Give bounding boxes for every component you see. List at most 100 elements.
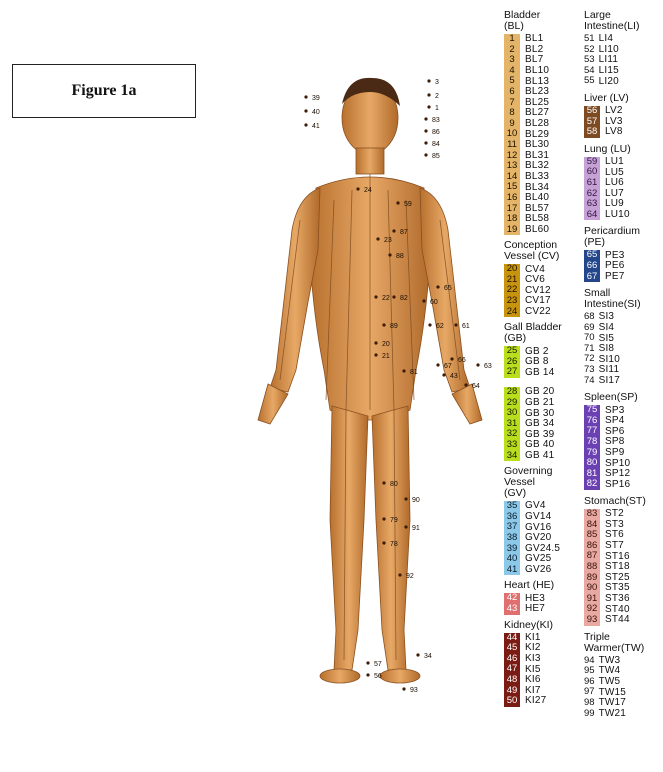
point-marker	[402, 687, 405, 690]
point-number: 56	[584, 106, 600, 117]
point-code: SP4	[605, 416, 625, 426]
legend-group-title: Governing Vessel (GV)	[504, 466, 582, 499]
point-number: 48	[504, 675, 520, 686]
legend-group-title: Small Intestine(SI)	[584, 288, 662, 310]
legend-group: Spleen(SP)75SP376SP477SP678SP879SP980SP1…	[584, 392, 662, 490]
point-code: ST7	[605, 541, 624, 551]
point-code: LU10	[605, 210, 630, 220]
legend-item: 50KI27	[504, 696, 582, 707]
point-code: KI7	[525, 686, 541, 696]
point-code: BL40	[525, 193, 549, 203]
point-number: 27	[504, 367, 520, 378]
point-label: 63	[484, 363, 492, 370]
point-label: 67	[444, 363, 452, 370]
point-code: LU9	[605, 199, 624, 209]
point-label: 22	[382, 295, 390, 302]
point-code: CV12	[525, 286, 551, 296]
legend-group: Lung (LU)59LU160LU561LU662LU763LU964LU10	[584, 144, 662, 221]
legend-group-title: Pericardium (PE)	[584, 226, 662, 248]
point-code: KI2	[525, 643, 541, 653]
point-marker	[402, 369, 405, 372]
point-label: 65	[444, 285, 452, 292]
point-marker	[304, 123, 307, 126]
legend-item: 72SI10	[584, 354, 662, 365]
legend-group: Stomach(ST)83ST284ST385ST686ST787ST1688S…	[584, 496, 662, 626]
legend-item: 16 BL40	[504, 193, 582, 204]
point-code: BL7	[525, 55, 543, 65]
point-code: SI5	[599, 334, 615, 344]
point-number: 41	[504, 565, 520, 576]
point-number: 99	[584, 709, 595, 720]
point-marker	[464, 383, 467, 386]
point-marker	[404, 497, 407, 500]
legend-group: Liver (LV)56LV257LV358LV8	[584, 93, 662, 138]
legend-group: Conception Vessel (CV)20CV421CV622CV1223…	[504, 240, 582, 317]
point-marker	[428, 323, 431, 326]
point-number: 16	[504, 193, 520, 204]
point-code: LI4	[599, 34, 614, 44]
legend-item: 94TW3	[584, 656, 662, 667]
point-marker	[356, 187, 359, 190]
point-code: SI8	[599, 344, 615, 354]
point-code: KI5	[525, 665, 541, 675]
point-number: 51	[584, 34, 595, 45]
point-number: 83	[584, 509, 600, 520]
point-code: BL30	[525, 140, 549, 150]
point-code: GB 21	[525, 398, 554, 408]
legend-item: 95TW4	[584, 666, 662, 677]
point-marker	[450, 357, 453, 360]
point-marker	[304, 95, 307, 98]
point-number: 11	[504, 140, 520, 151]
point-code: BL23	[525, 87, 549, 97]
point-code: ST36	[605, 594, 630, 604]
point-code: HE7	[525, 604, 545, 614]
point-marker	[382, 517, 385, 520]
point-code: BL57	[525, 204, 549, 214]
point-code: GB 30	[525, 409, 554, 419]
point-number: 19	[504, 225, 520, 236]
point-code: PE3	[605, 251, 625, 261]
point-number: 24	[504, 307, 520, 318]
legend-column-left: Bladder (BL)1BL12BL23BL74BL105BL136BL237…	[504, 10, 582, 707]
point-label: 3	[435, 79, 439, 86]
point-code: ST16	[605, 552, 630, 562]
legend-group-title: Triple Warmer(TW)	[584, 632, 662, 654]
point-marker	[388, 253, 391, 256]
point-code: SI10	[599, 355, 620, 365]
point-code: LI11	[599, 55, 619, 65]
point-code: LU6	[605, 178, 624, 188]
point-label: 60	[430, 299, 438, 306]
legend-item: 88ST18	[584, 562, 662, 573]
point-code: PE6	[605, 261, 625, 271]
point-number: 88	[584, 562, 600, 573]
point-code: GV26	[525, 565, 551, 575]
point-marker	[374, 341, 377, 344]
point-code: BL10	[525, 66, 549, 76]
point-code: BL29	[525, 130, 549, 140]
point-code: SI17	[599, 376, 620, 386]
legend-group: Governing Vessel (GV)35GV436GV1437GV1638…	[504, 466, 582, 575]
point-code: GV16	[525, 523, 551, 533]
point-code: GB 34	[525, 419, 554, 429]
point-code: GB 39	[525, 430, 554, 440]
point-marker	[382, 323, 385, 326]
point-marker	[424, 117, 427, 120]
point-marker	[382, 541, 385, 544]
point-code: SP10	[605, 459, 630, 469]
point-code: LU7	[605, 189, 624, 199]
legend-item: 56LV2	[584, 106, 662, 117]
point-label: 21	[382, 353, 390, 360]
point-code: CV6	[525, 275, 545, 285]
point-code: TW17	[599, 698, 626, 708]
point-label: 86	[432, 129, 440, 136]
point-label: 83	[432, 117, 440, 124]
point-code: ST6	[605, 530, 624, 540]
point-label: 89	[390, 323, 398, 330]
point-number: 55	[584, 76, 595, 87]
point-code: GV24.5	[525, 544, 560, 554]
